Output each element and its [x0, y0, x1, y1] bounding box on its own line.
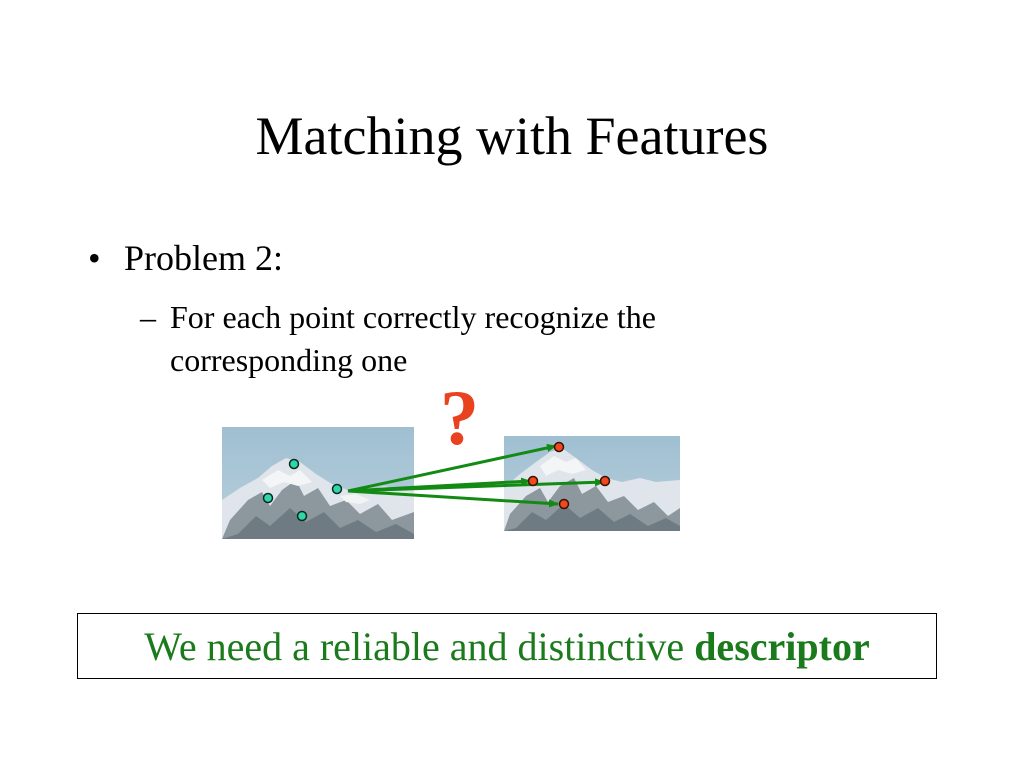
arrow-to-middle-right — [347, 478, 605, 493]
bullet-problem: • Problem 2: — [88, 234, 283, 282]
slide-title: Matching with Features — [255, 106, 769, 166]
sub-bullet-marker: – — [140, 299, 156, 335]
left-point — [296, 510, 308, 522]
sub-bullet: – For each point correctly recognize the… — [140, 296, 800, 382]
bullet-text: Problem 2: — [124, 238, 283, 278]
callout-bold-text: descriptor — [694, 623, 870, 669]
right-point — [553, 441, 565, 453]
left-feature-points — [262, 458, 343, 522]
right-point — [527, 475, 539, 487]
callout-text: We need a reliable and distinctive — [144, 623, 685, 669]
left-point — [288, 458, 300, 470]
arrow-to-bottom — [347, 489, 559, 508]
right-point — [558, 498, 570, 510]
right-feature-points — [527, 441, 611, 510]
left-point — [262, 492, 274, 504]
question-mark: ? — [440, 374, 479, 461]
sub-bullet-text: For each point correctly recognize the c… — [170, 299, 656, 378]
bullet-marker: • — [88, 238, 101, 278]
left-mountain-image — [222, 427, 414, 539]
descriptor-callout: We need a reliable and distinctive descr… — [77, 613, 937, 679]
left-point — [331, 483, 343, 495]
right-point — [599, 475, 611, 487]
arrow-to-middle-left — [347, 477, 531, 493]
right-mountain-image — [504, 436, 680, 531]
